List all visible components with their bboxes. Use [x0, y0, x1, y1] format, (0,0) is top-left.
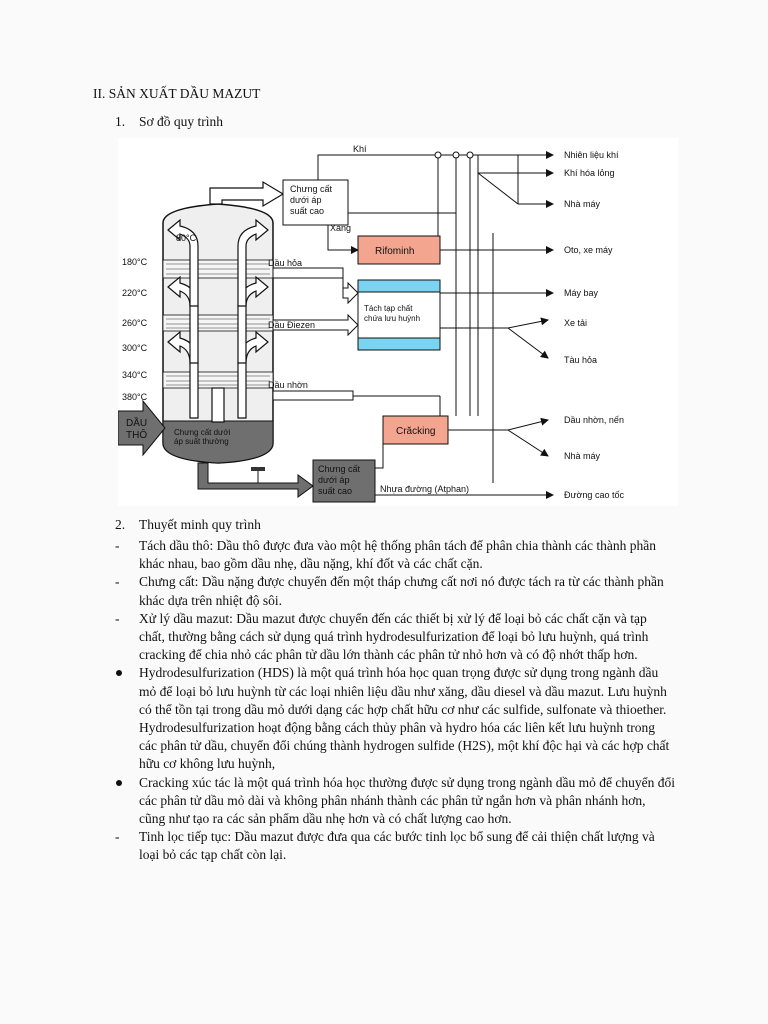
dau-diezen-label: Dầu Điezen — [268, 320, 315, 330]
product-label: Nhà máy — [564, 451, 601, 461]
product-label: Xe tải — [564, 318, 587, 328]
process-diagram: 180°C 220°C 260°C 300°C 340°C 380°C — [118, 138, 678, 506]
product-label: Nhiên liệu khí — [564, 150, 619, 160]
xang-label: Xăng — [330, 223, 351, 233]
hp-label: Chưng cất — [290, 184, 333, 194]
product-label: Đường cao tốc — [564, 490, 624, 500]
list-item-text: Cracking xúc tác là một quá trình hóa họ… — [139, 774, 675, 827]
crude-oil-arrow — [118, 399, 166, 457]
tray-hatching — [166, 263, 270, 386]
vac-label: suất cao — [318, 486, 352, 496]
dash-marker: - — [115, 829, 120, 845]
dau-hoa-label: Dầu hỏa — [268, 258, 302, 268]
tach-label: Tách tạp chất — [364, 304, 413, 313]
crude-label: THÔ — [126, 428, 147, 441]
cracking-label: Crăcking — [396, 426, 435, 437]
temp-label: 260°C — [122, 318, 148, 328]
list-item: Hydrodesulfurization (HDS) là một quá tr… — [115, 664, 675, 773]
vac-to-cracking — [375, 438, 384, 469]
dau-nhon-pipe — [272, 390, 354, 401]
bottom-pipe — [197, 462, 314, 498]
bullet-icon — [116, 670, 122, 677]
product-label: Tàu hỏa — [564, 355, 597, 365]
tower-bottom-fill — [162, 420, 274, 464]
crude-label: DẦU — [126, 416, 147, 429]
overhead-vapor-pipe — [209, 180, 285, 208]
rifominh-box — [357, 235, 441, 265]
khi-label: Khí — [353, 144, 367, 154]
xang-line — [327, 225, 359, 254]
subsection-2: 2. Thuyết minh quy trình — [115, 517, 261, 533]
temp-label: 300°C — [122, 343, 148, 353]
temp-label: 180°C — [122, 257, 148, 267]
subsection-1: 1. Sơ đồ quy trình — [115, 114, 223, 130]
list-item: Cracking xúc tác là một quá trình hóa họ… — [115, 774, 675, 829]
vac-label: dưới áp — [318, 475, 349, 485]
bullet-icon — [116, 779, 122, 786]
hp-label: suất cao — [290, 206, 324, 216]
product-label: Máy bay — [564, 288, 599, 298]
product-label: Oto, xe máy — [564, 245, 613, 255]
rifominh-label: Rifominh — [375, 246, 414, 257]
temp-label: 220°C — [122, 288, 148, 298]
dash-marker: - — [115, 574, 120, 590]
subsection-1-number: 1. — [115, 114, 126, 129]
khi-line — [317, 154, 553, 180]
list-item-text: Tách dầu thô: Dầu thô được đưa vào một h… — [139, 538, 656, 572]
explanation-list: - Tách dầu thô: Dầu thô được đưa vào một … — [115, 537, 675, 865]
product-labels: Nhiên liệu khí Khí hóa lỏng Nhà máy Oto,… — [564, 150, 624, 500]
list-item-text: Chưng cất: Dầu nặng được chuyển đến một … — [139, 574, 664, 608]
list-item-text: Xử lý dầu mazut: Dầu mazut được chuyển đ… — [139, 610, 649, 663]
atm-column-label: Chưng cất dưới áp suất thường — [174, 428, 231, 446]
tach-bottom-band — [357, 337, 441, 351]
list-item-text: Hydrodesulfurization (HDS) là một quá tr… — [139, 665, 670, 772]
product-label: Nhà máy — [564, 199, 601, 209]
temp-label: 380°C — [122, 392, 148, 402]
atm-col-line: áp suất thường — [174, 437, 229, 446]
product-arrow — [477, 172, 519, 205]
tach-to-tauhoa — [507, 327, 549, 359]
product-label: Dầu nhờn, nến — [564, 415, 624, 425]
temp-label: 340°C — [122, 370, 148, 380]
vac-label: Chưng cất — [318, 464, 361, 474]
nhua-label: Nhựa đường (Atphan) — [380, 484, 469, 494]
list-item: - Xử lý dầu mazut: Dầu mazut được chuyển … — [115, 610, 675, 665]
subsection-1-title: Sơ đồ quy trình — [139, 114, 224, 129]
dau-nhon-label: Dầu nhờn — [268, 380, 308, 390]
vacuum-distillation-box — [312, 459, 376, 503]
hp-label: dưới áp — [290, 195, 321, 205]
valve-icon — [452, 151, 460, 159]
product-label: Khí hóa lỏng — [564, 168, 615, 178]
list-item: - Chưng cất: Dầu nặng được chuyển đến một… — [115, 573, 675, 609]
vapor-flow-arrows — [167, 218, 269, 423]
section-heading: II. SẢN XUẤT DẦU MAZUT — [93, 86, 261, 101]
dash-marker: - — [115, 610, 120, 626]
valve-icon — [434, 151, 442, 159]
cracking-to-nhamay — [507, 429, 549, 457]
subsection-2-title: Thuyết minh quy trình — [139, 517, 261, 532]
list-item-text: Tinh lọc tiếp tục: Dầu mazut được đưa qu… — [139, 829, 655, 863]
dau-diezen-pipe — [272, 313, 359, 337]
tach-top-band — [357, 279, 441, 293]
atm-col-line: Chưng cất dưới — [174, 428, 231, 437]
top-temp-label: 80°C — [176, 233, 197, 243]
list-item: - Tinh lọc tiếp tục: Dầu mazut được đưa q… — [115, 828, 675, 864]
valve-icon — [466, 151, 474, 159]
dash-marker: - — [115, 538, 120, 553]
list-item: - Tách dầu thô: Dầu thô được đưa vào một … — [115, 537, 675, 573]
tach-label: chứa lưu huỳnh — [364, 314, 420, 323]
subsection-2-number: 2. — [115, 517, 126, 532]
valve-handle — [251, 467, 265, 471]
hp-distillation-box — [282, 179, 349, 226]
